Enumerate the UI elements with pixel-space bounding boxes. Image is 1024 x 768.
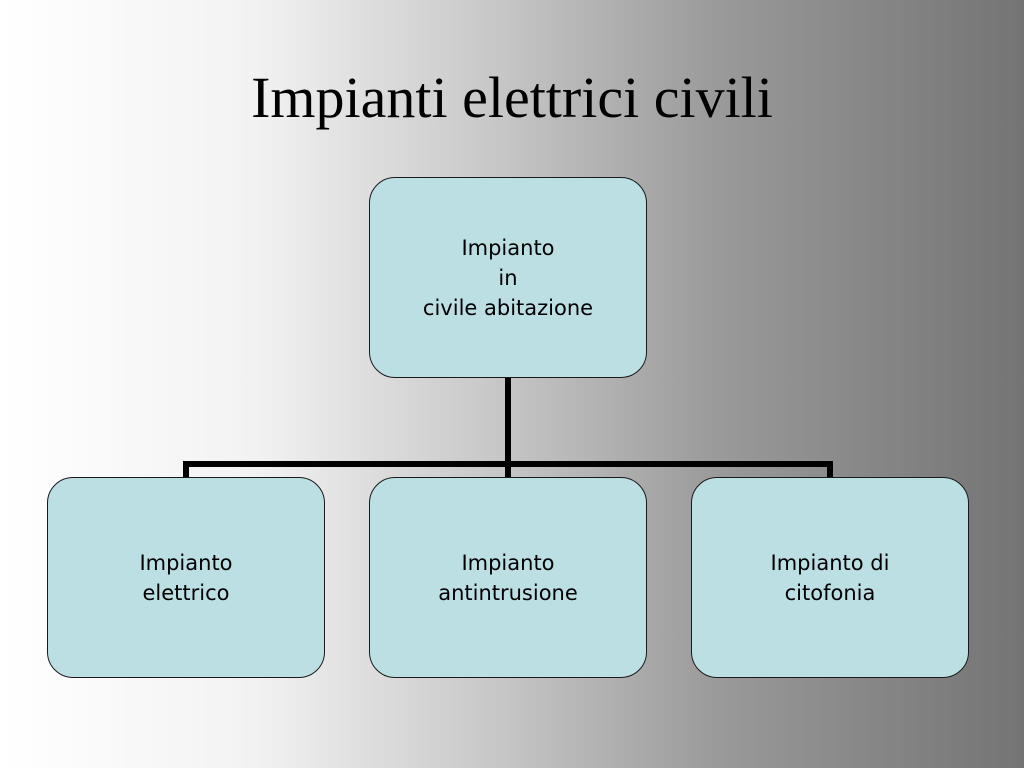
node-impianto-citofonia[interactable]: Impianto di citofonia <box>691 477 969 678</box>
node-impianto-antintrusione[interactable]: Impianto antintrusione <box>369 477 647 678</box>
node-root-line-2: in <box>498 265 518 290</box>
node-impianto-civile-abitazione[interactable]: Impianto in civile abitazione <box>369 177 647 378</box>
node-3-line-1: Impianto di <box>770 550 890 575</box>
node-3-line-2: citofonia <box>784 580 876 605</box>
node-2-line-2: antintrusione <box>438 580 578 605</box>
slide-title: Impianti elettrici civili <box>251 65 773 130</box>
node-root-line-3: civile abitazione <box>422 295 594 320</box>
node-impianto-elettrico[interactable]: Impianto elettrico <box>47 477 325 678</box>
node-root-line-1: Impianto <box>461 235 555 260</box>
node-1-line-1: Impianto <box>139 550 233 575</box>
node-2-line-1: Impianto <box>461 550 555 575</box>
node-1-line-2: elettrico <box>142 580 230 605</box>
